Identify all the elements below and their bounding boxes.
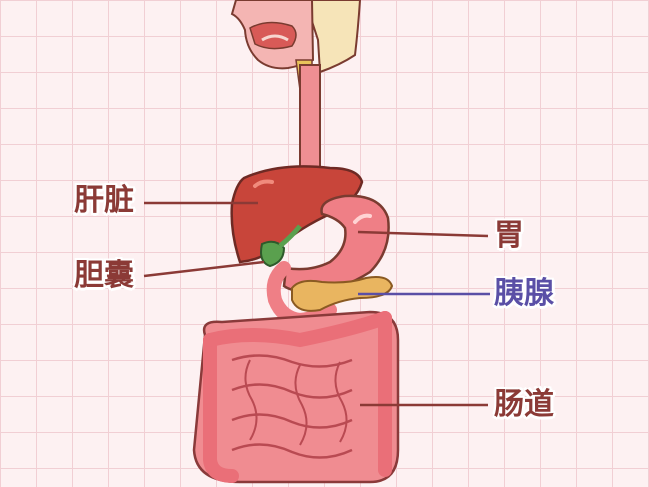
label-gallbladder: 胆囊 — [74, 258, 134, 293]
label-stomach: 胃 — [494, 218, 524, 253]
stomach-leader-line — [357, 230, 489, 238]
intestine — [192, 310, 400, 484]
label-liver: 肝脏 — [74, 183, 134, 218]
label-intestine: 肠道 — [494, 387, 554, 422]
label-pancreas: 胰腺 — [494, 276, 554, 311]
head-illustration — [230, 0, 362, 102]
pancreas — [291, 276, 394, 312]
gallbladder-leader-line — [143, 260, 265, 278]
gallbladder — [260, 240, 286, 268]
liver — [230, 165, 364, 264]
